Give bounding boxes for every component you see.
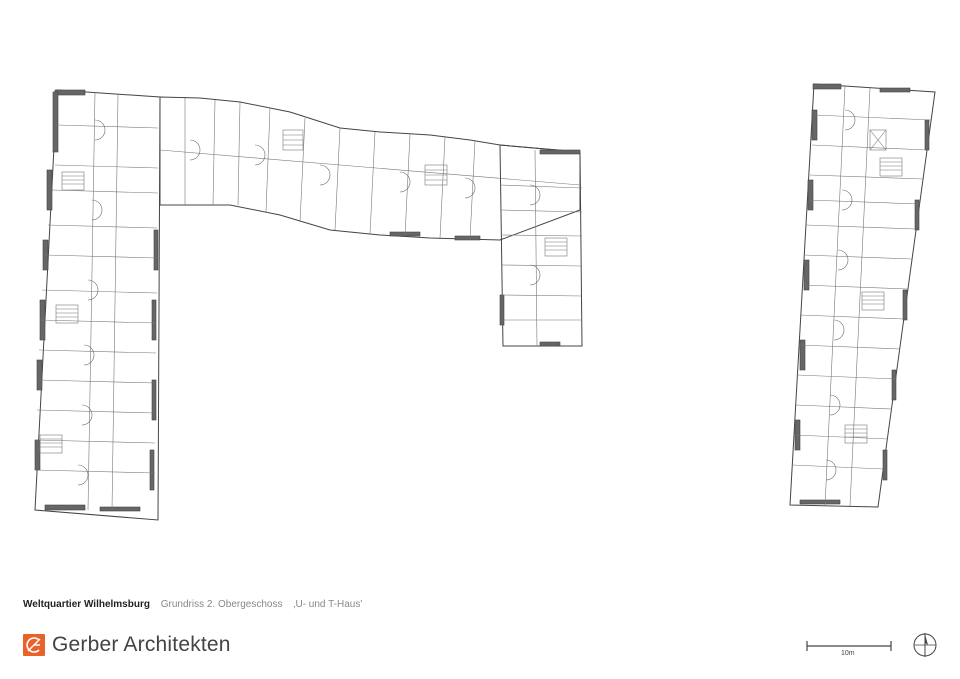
u-haus-plan <box>34 89 583 521</box>
scale-label: 10m <box>841 650 855 657</box>
firm-name: Gerber Architekten <box>52 633 231 656</box>
drawing-caption: Weltquartier Wilhelmsburg Grundriss 2. O… <box>23 599 362 610</box>
scale-bar-icon <box>806 641 892 651</box>
firm-logo: Gerber Architekten <box>23 633 231 657</box>
project-name: Weltquartier Wilhelmsburg <box>23 599 150 610</box>
t-haus-plan <box>789 83 936 508</box>
floor-plan-drawing <box>34 83 936 521</box>
drawing-title: Grundriss 2. Obergeschoss <box>160 599 283 610</box>
building-names: ‚U- und T-Haus' <box>293 599 363 610</box>
gerber-logo-icon <box>23 634 45 656</box>
north-arrow-icon <box>913 633 937 657</box>
